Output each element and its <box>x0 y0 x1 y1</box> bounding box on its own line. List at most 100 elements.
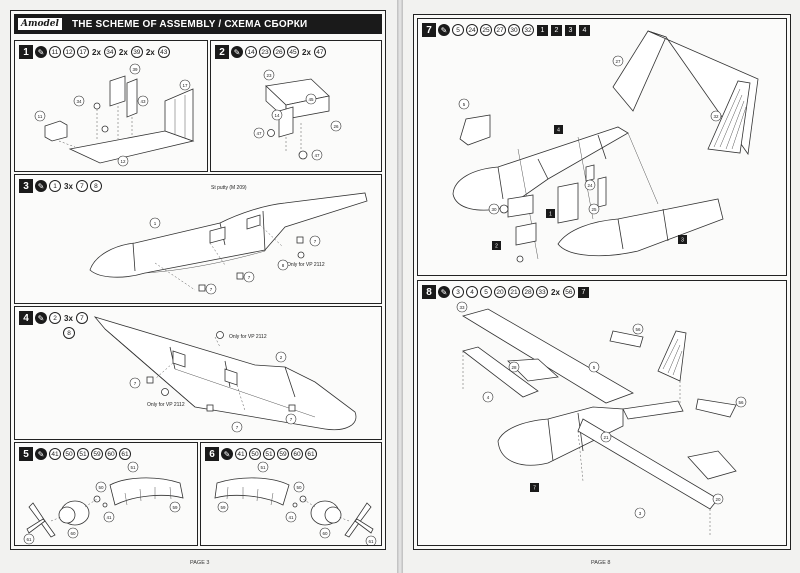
multiplier: 2x <box>118 47 128 57</box>
step-6-drawing: 51 59 50 41 60 61 <box>214 461 377 545</box>
sub-assembly-tag: 1 <box>537 24 548 36</box>
step-7-panel: 7 ✎ 5 24 25 27 30 32 1 2 3 4 <box>417 18 787 276</box>
callout-label: 27 <box>615 59 621 64</box>
sub-assembly-tag: 3 <box>565 24 576 36</box>
multiplier: 2x <box>145 47 155 57</box>
step-3-header: 3 ✎ 1 3x 7 8 <box>19 179 102 193</box>
glue-icon: ✎ <box>35 46 47 58</box>
callout-label: 59 <box>172 505 178 510</box>
part-callout: 7 <box>75 312 88 324</box>
step-4-panel: 4 ✎ 2 3x 7 8 Only for VP 2112 Only for V… <box>14 306 382 440</box>
callout-label: 11 <box>38 114 43 119</box>
callout-label: 60 <box>322 531 328 536</box>
step-number: 3 <box>19 179 33 193</box>
part-callout: 23 <box>259 46 271 58</box>
part-callout: 60 <box>291 448 303 460</box>
part-callout: 59 <box>91 448 103 460</box>
glue-icon: ✎ <box>221 448 233 460</box>
step-8-drawing: 33 4 5 28 56 56 21 3 20 7 <box>456 301 747 535</box>
page-fold <box>397 0 403 573</box>
part-callout: 45 <box>287 46 299 58</box>
step-2-header: 2 ✎ 14 23 26 45 2x 47 <box>215 45 326 59</box>
page-number-left: PAGE 3 <box>190 560 210 566</box>
part-callout: 51 <box>263 448 275 460</box>
callout-label: 56 <box>635 327 641 332</box>
part-callout: 5 <box>452 24 464 36</box>
part-callout: 20 <box>494 286 506 298</box>
callout-label: 7 <box>236 425 239 430</box>
glue-icon: ✎ <box>438 286 450 298</box>
part-callout: 41 <box>235 448 247 460</box>
multiplier: 2x <box>92 47 101 57</box>
part-callout: 1 <box>49 180 61 192</box>
callout-label: 47 <box>256 131 262 136</box>
step-6-panel: 6 ✎ 41 50 51 59 60 61 51 59 50 41 60 61 <box>200 442 382 546</box>
putty-note: St putty (M 209) <box>211 185 247 191</box>
part-callout: 26 <box>273 46 285 58</box>
part-callout: 5 <box>480 286 492 298</box>
callout-label: 23 <box>266 73 272 78</box>
callout-label: 26 <box>333 124 339 129</box>
part-callout: 12 <box>63 46 75 58</box>
callout-label: 51 <box>130 465 136 470</box>
callout-label: 7 <box>134 381 137 386</box>
header-bar: Amodel THE SCHEME OF ASSEMBLY / СХЕМА СБ… <box>14 14 382 34</box>
sub-assembly-tag: 7 <box>577 286 589 298</box>
callout-label: 56 <box>738 400 744 405</box>
part-callout: 34 <box>103 46 116 58</box>
step-number: 8 <box>422 285 436 299</box>
part-callout: 32 <box>522 24 534 36</box>
step-2-panel: 2 ✎ 14 23 26 45 2x 47 23 14 26 45 47 47 <box>210 40 382 172</box>
part-callout: 50 <box>63 448 75 460</box>
step-number: 5 <box>19 447 33 461</box>
sub-assembly-tag: 2 <box>551 24 562 36</box>
callout-label: 39 <box>132 67 138 72</box>
left-page: Amodel THE SCHEME OF ASSEMBLY / СХЕМА СБ… <box>0 0 397 573</box>
callout-label: 24 <box>587 183 593 188</box>
page-title: THE SCHEME OF ASSEMBLY / СХЕМА СБОРКИ <box>71 18 308 30</box>
part-callout: 56 <box>562 286 575 298</box>
callout-label: 43 <box>140 99 146 104</box>
step-1-panel: 1 ✎ 11 12 17 2x 34 2x 39 2x 43 11 12 17 … <box>14 40 208 172</box>
multiplier: 2x <box>302 47 311 57</box>
part-callout: 25 <box>480 24 492 36</box>
step-number: 6 <box>205 447 219 461</box>
step-4-header: 4 ✎ 2 3x 7 <box>19 311 88 325</box>
callout-label: 3 <box>639 511 642 516</box>
step-number: 1 <box>19 45 33 59</box>
part-callout: 8 <box>89 180 102 192</box>
part-callout: 50 <box>249 448 261 460</box>
callout-label: 41 <box>106 515 112 520</box>
step-8-panel: 8 ✎ 3 4 5 20 21 28 33 2x 56 7 <box>417 280 787 546</box>
callout-label: 61 <box>368 539 374 544</box>
variant-note: Only for VP 2112 <box>229 334 267 340</box>
multiplier: 3x <box>64 181 73 191</box>
callout-label: 59 <box>220 505 226 510</box>
tag-label: 4 <box>557 128 560 134</box>
page-number-right: PAGE 8 <box>591 560 611 566</box>
callout-label: 51 <box>260 465 266 470</box>
callout-label: 33 <box>459 305 465 310</box>
callout-label: 5 <box>463 102 466 107</box>
multiplier: 2x <box>551 287 560 297</box>
step-7-drawing: 5 27 32 24 25 30 4 1 2 3 <box>452 30 759 263</box>
callout-label: 50 <box>296 485 302 490</box>
part-callout: 61 <box>305 448 317 460</box>
glue-icon: ✎ <box>438 24 450 36</box>
tag-label: 7 <box>533 486 536 492</box>
step-8-header: 8 ✎ 3 4 5 20 21 28 33 2x 56 7 <box>422 285 589 299</box>
variant-note: Only for VP 2112 <box>147 402 185 408</box>
part-callout: 61 <box>119 448 131 460</box>
sub-assembly-tag: 4 <box>579 24 590 36</box>
brand-logo: Amodel <box>18 18 62 30</box>
variant-note: Only for VP 2112 <box>287 262 325 268</box>
part-callout: 33 <box>536 286 548 298</box>
part-callout: 60 <box>105 448 117 460</box>
part-callout: 11 <box>49 46 61 58</box>
step-1-header: 1 ✎ 11 12 17 2x 34 2x 39 2x 43 <box>19 45 170 59</box>
glue-icon: ✎ <box>35 180 47 192</box>
step-3-panel: 3 ✎ 1 3x 7 8 St putty (M 209) Only for V… <box>14 174 382 304</box>
right-page: 7 ✎ 5 24 25 27 30 32 1 2 3 4 <box>403 0 800 573</box>
part-callout: 3 <box>452 286 464 298</box>
part-callout: 2 <box>49 312 61 324</box>
